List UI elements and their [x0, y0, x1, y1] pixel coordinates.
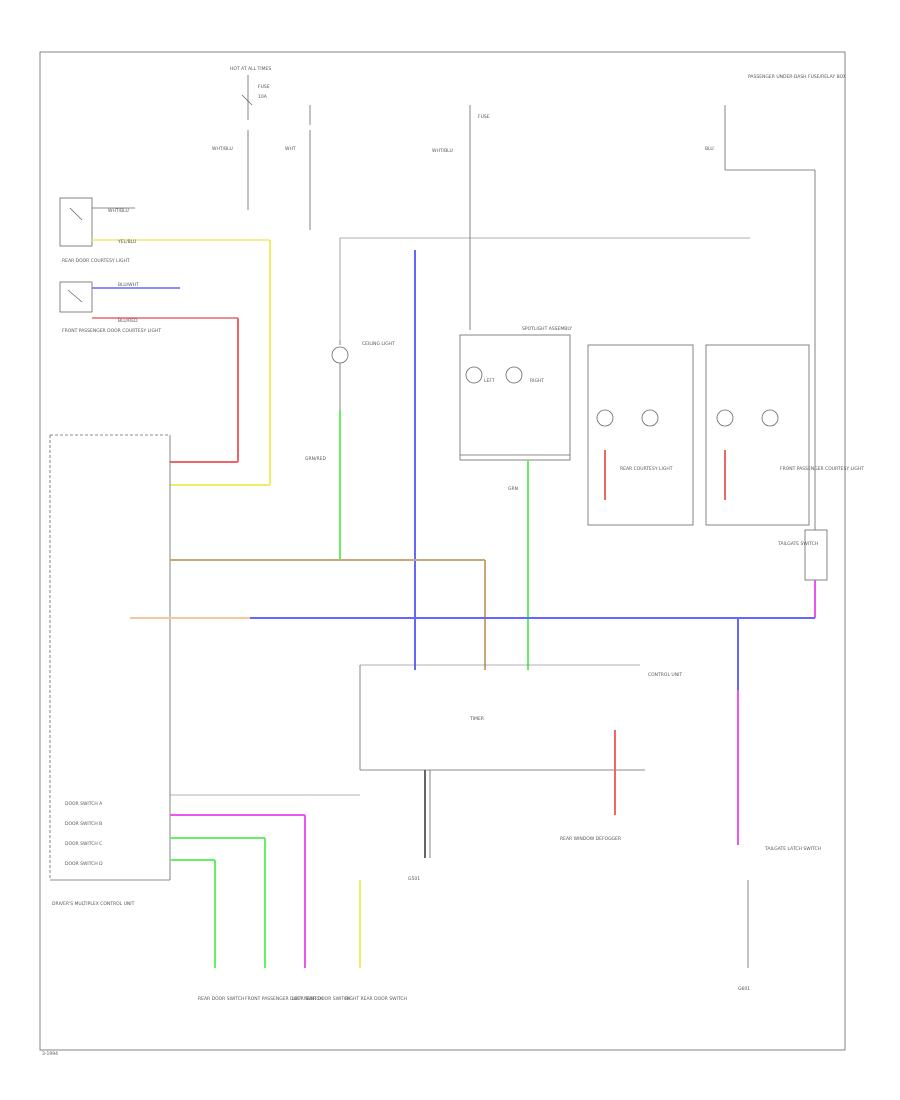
- door-sw-d: DOOR SWITCH D: [65, 861, 103, 867]
- bottom-rear-right: FRONT PASSENGER DOOR SWITCH: [245, 996, 323, 1002]
- ceiling-light: CEILING LIGHT GRN/RED: [305, 340, 395, 560]
- rear-spot-label: REAR COURTESY LIGHT: [620, 466, 673, 472]
- blu-wht: BLU/WHT: [118, 282, 139, 288]
- blu-red: BLU/RED: [118, 318, 138, 324]
- spot-left: LEFT: [484, 378, 495, 384]
- door-sw-b: DOOR SWITCH B: [65, 821, 102, 827]
- wire-left-b: WHT: [285, 146, 296, 152]
- front-door-switch: BLU/WHT BLU/RED FRONT PASSENGER DOOR COU…: [59, 281, 238, 334]
- rear-door-label: REAR DOOR COURTESY LIGHT: [62, 258, 130, 264]
- fuse-a-label: FUSE: [258, 84, 270, 90]
- front-door-label: FRONT PASSENGER DOOR COURTESY LIGHT: [62, 328, 161, 334]
- bottom-left-door: LEFT REAR DOOR SWITCH: [292, 996, 350, 1002]
- right-wire-label: BLU: [705, 146, 714, 152]
- footer-code: 3-1994: [42, 1051, 58, 1057]
- spot-right: RIGHT: [530, 378, 544, 384]
- top-left-fuse: HOT AT ALL TIMES FUSE 10A WHT/BLU WHT: [212, 66, 311, 230]
- wire-left-a: WHT/BLU: [212, 146, 233, 152]
- center-fuse-label: FUSE: [478, 114, 490, 120]
- front-passenger-courtesy-light: FRONT PASSENGER COURTESY LIGHT: [705, 344, 864, 526]
- right-fuse: PASSENGER UNDER-DASH FUSE/RELAY BOX BLU: [705, 74, 846, 530]
- wh-bl-1: WHT/BLU: [108, 208, 129, 214]
- door-sw-a: DOOR SWITCH A: [65, 801, 103, 807]
- ceiling-light-label: CEILING LIGHT: [362, 341, 395, 347]
- diagram-frame: [39, 51, 846, 1051]
- right-fuse-label: PASSENGER UNDER-DASH FUSE/RELAY BOX: [748, 74, 846, 80]
- bottom-switches: REAR DOOR SWITCH FRONT PASSENGER DOOR SW…: [198, 996, 407, 1002]
- fuse-b-label: 10A: [258, 94, 268, 100]
- timer-control-unit: CONTROL UNIT TIMER: [359, 664, 682, 771]
- yel-bl: YEL/BLU: [117, 239, 136, 245]
- bottom-right-door: RIGHT REAR DOOR SWITCH: [345, 996, 407, 1002]
- spotlight-assembly: SPOTLIGHT ASSEMBLY LEFT RIGHT GRN: [459, 326, 572, 670]
- door-switch-connectors: DOOR SWITCH A DOOR SWITCH B DOOR SWITCH …: [65, 794, 361, 968]
- tailgate-lock-label: TAILGATE LATCH SWITCH: [764, 846, 821, 852]
- control-unit-label: CONTROL UNIT: [648, 672, 682, 678]
- timer-label: TIMER: [469, 716, 484, 722]
- rear-door-switch: WHT/BLU YEL/BLU REAR DOOR COURTESY LIGHT: [59, 197, 270, 264]
- front-pass-spot-label: FRONT PASSENGER COURTESY LIGHT: [780, 466, 864, 472]
- rear-ground-label: G601: [738, 986, 750, 992]
- spotlight-label: SPOTLIGHT ASSEMBLY: [522, 326, 572, 332]
- door-sw-c: DOOR SWITCH C: [65, 841, 102, 847]
- ground-label: G501: [408, 876, 420, 882]
- spot-grn: GRN: [508, 486, 518, 492]
- multiplex-control-unit: DRIVER'S MULTIPLEX CONTROL UNIT: [49, 434, 171, 907]
- top-fuse-label: HOT AT ALL TIMES: [230, 66, 271, 72]
- rear-window-label: REAR WINDOW DEFOGGER: [560, 836, 621, 842]
- center-wire-label: WHT/BLU: [432, 148, 453, 154]
- rear-courtesy-light: REAR COURTESY LIGHT: [587, 344, 694, 526]
- bottom-rear-left: REAR DOOR SWITCH: [198, 996, 244, 1002]
- grn-red-label: GRN/RED: [305, 456, 326, 462]
- driver-mod-label: DRIVER'S MULTIPLEX CONTROL UNIT: [52, 901, 135, 907]
- tailgate-switch: TAILGATE SWITCH: [777, 529, 828, 618]
- center-fuse: FUSE WHT/BLU: [432, 105, 490, 330]
- tailgate-switch-label: TAILGATE SWITCH: [777, 541, 818, 547]
